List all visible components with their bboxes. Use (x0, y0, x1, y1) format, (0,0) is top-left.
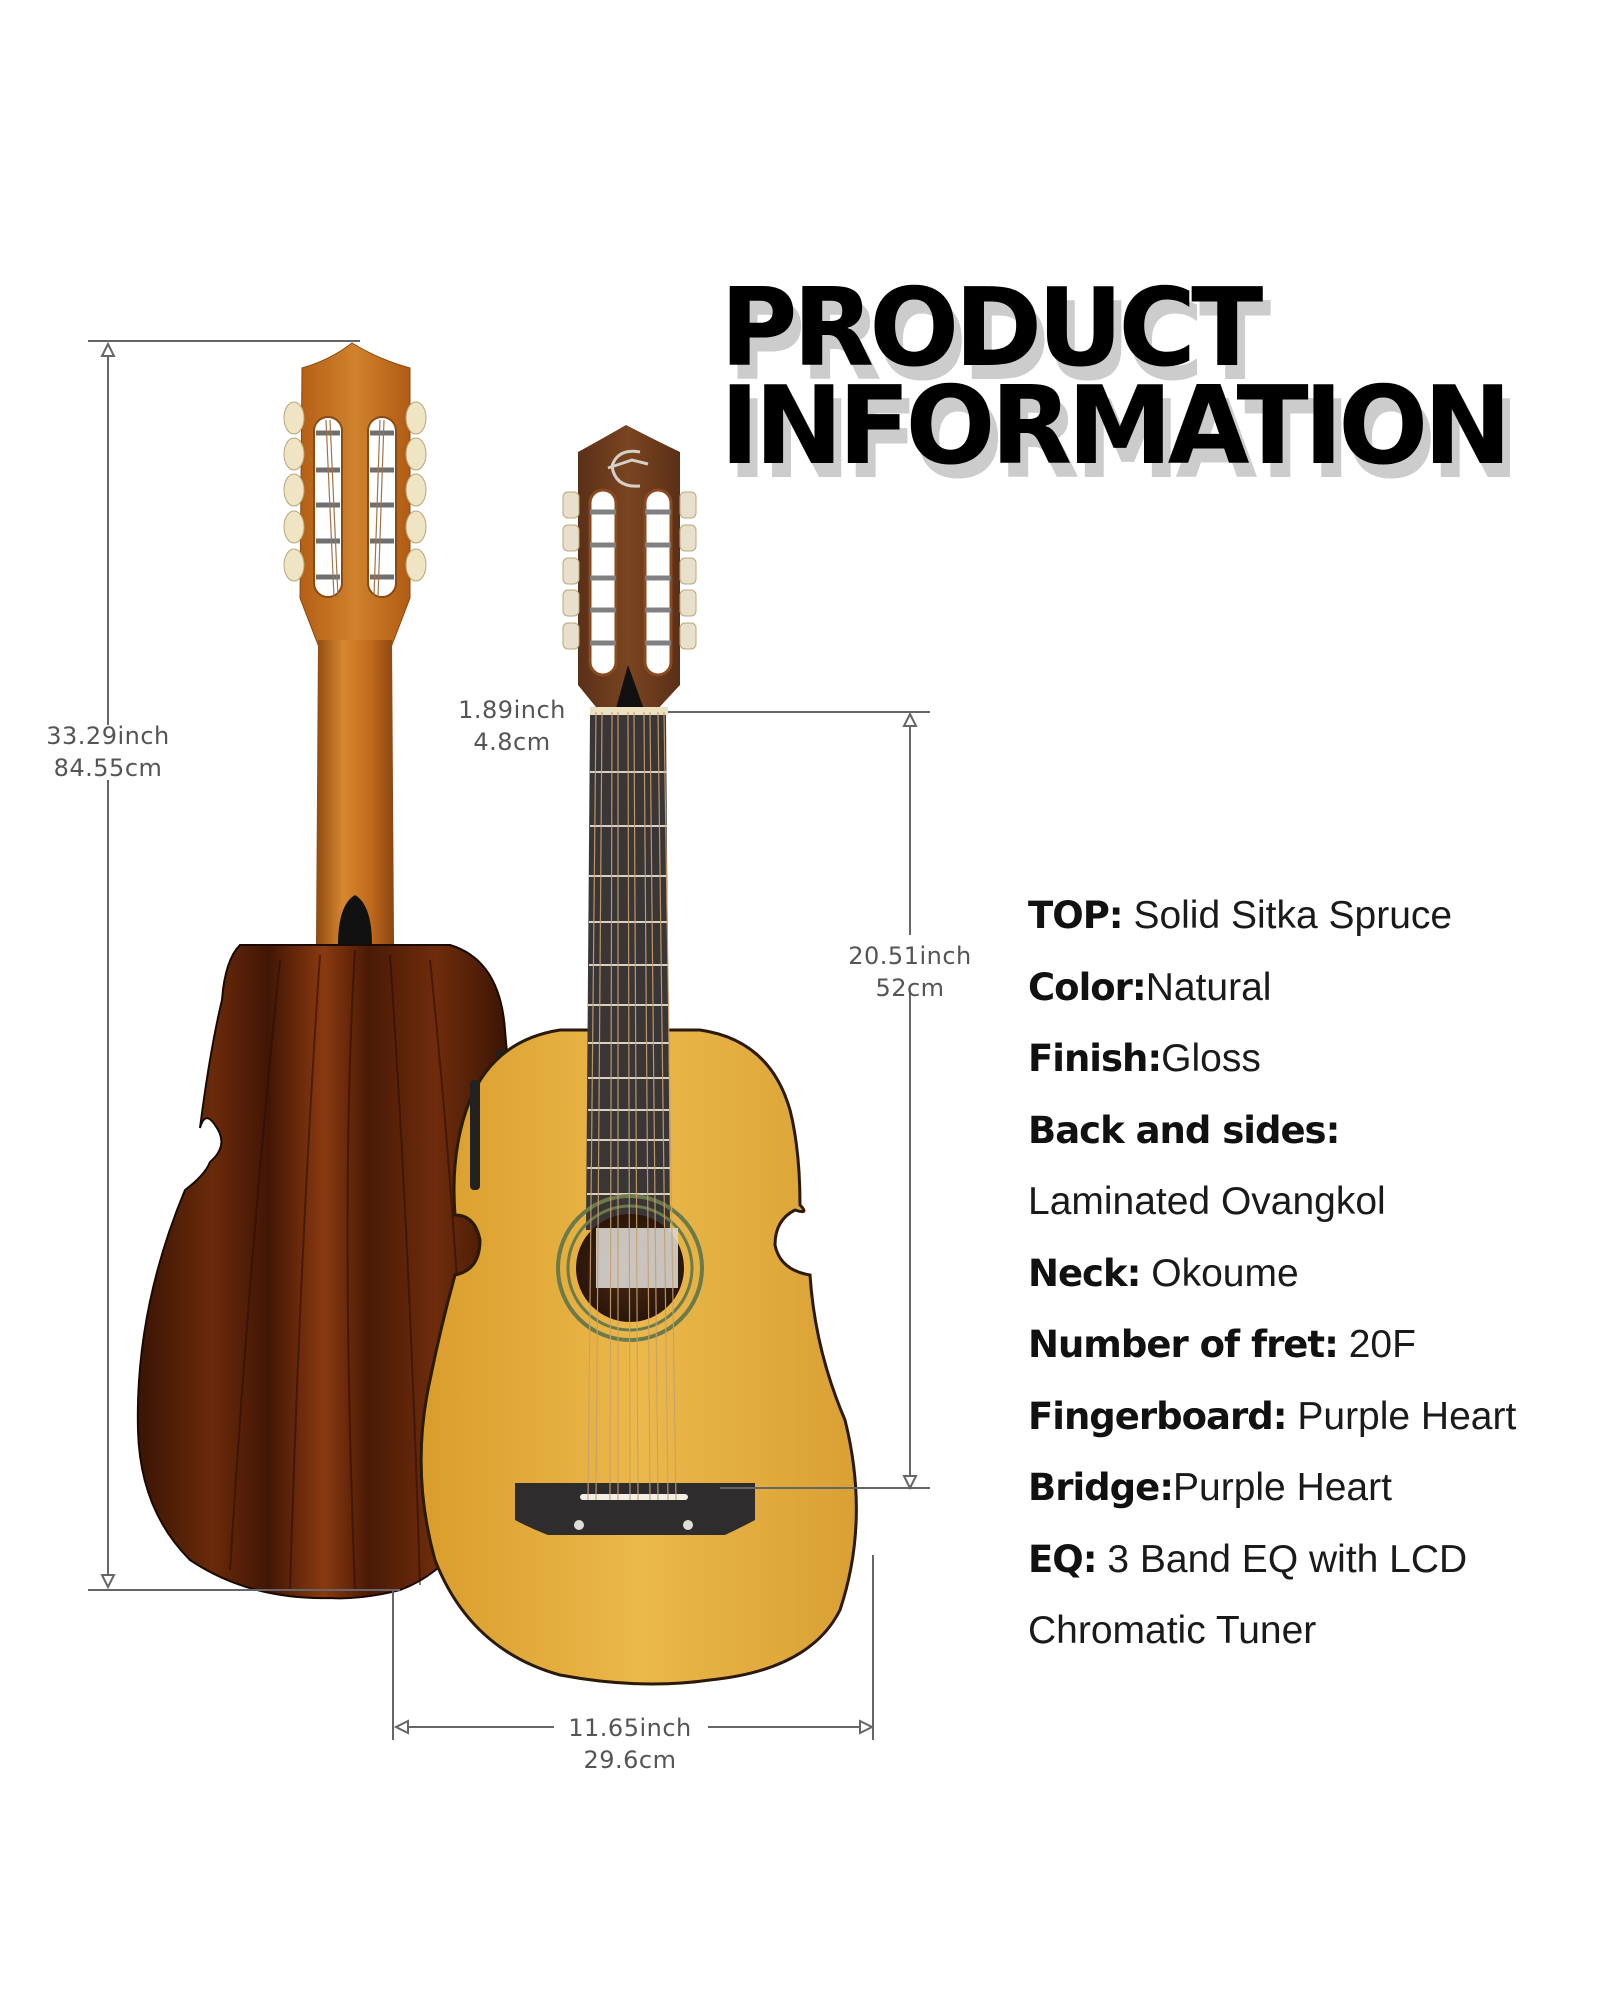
spec-value: Okoume (1140, 1251, 1299, 1295)
spec-label: Color: (1028, 965, 1147, 1009)
dimension-nut-width-inch: 1.89inch (458, 696, 566, 724)
spec-label: Bridge: (1028, 1466, 1174, 1509)
guitar-front-view (419, 425, 858, 1686)
spec-back-and-sides-value: Laminated Ovangkol (1028, 1166, 1588, 1238)
title-line-1: PRODUCT (720, 266, 1263, 391)
spec-fingerboard: Fingerboard: Purple Heart (1028, 1381, 1588, 1453)
spec-value: Solid Sitka Spruce (1122, 894, 1453, 937)
spec-finish: Finish:Gloss (1028, 1023, 1588, 1095)
spec-back-and-sides: Back and sides: (1028, 1095, 1588, 1167)
spec-bridge: Bridge:Purple Heart (1028, 1452, 1588, 1524)
spec-value: 20F (1337, 1323, 1416, 1366)
spec-list: TOP: Solid Sitka Spruce Color:Natural Fi… (1028, 880, 1588, 1667)
dimension-total-length-inch: 33.29inch (46, 722, 170, 750)
spec-label: Finish: (1028, 1037, 1162, 1080)
dimension-total-length: 33.29inch 84.55cm (38, 720, 178, 784)
spec-label: Fingerboard: (1028, 1394, 1288, 1438)
dimension-scale-length-inch: 20.51inch (848, 942, 972, 970)
guitar-back-view (136, 342, 512, 1600)
dimension-scale-length-cm: 52cm (875, 974, 945, 1002)
spec-value: Chromatic Tuner (1028, 1609, 1317, 1652)
dimension-body-width: 11.65inch 29.6cm (560, 1712, 700, 1776)
spec-label: Neck: (1028, 1251, 1141, 1295)
dimension-body-width-inch: 11.65inch (568, 1714, 692, 1742)
spec-color: Color:Natural (1028, 952, 1588, 1024)
spec-label: Number of fret: (1028, 1323, 1339, 1366)
spec-value: Natural (1145, 965, 1272, 1009)
spec-label: TOP: (1028, 894, 1124, 937)
spec-value: Laminated Ovangkol (1028, 1180, 1386, 1223)
dimension-scale-length: 20.51inch 52cm (840, 940, 980, 1004)
spec-neck: Neck: Okoume (1028, 1238, 1588, 1310)
spec-value: Gloss (1161, 1037, 1261, 1080)
dimension-total-length-cm: 84.55cm (53, 754, 163, 782)
spec-value: 3 Band EQ with LCD (1096, 1537, 1468, 1581)
spec-top: TOP: Solid Sitka Spruce (1028, 880, 1588, 952)
dimension-body-width-cm: 29.6cm (583, 1746, 677, 1774)
page-title: PRODUCT INFORMATION (720, 266, 1512, 489)
spec-label: Back and sides: (1028, 1108, 1340, 1152)
dimension-lines (88, 340, 930, 1740)
title-line-2: INFORMATION (720, 364, 1512, 489)
spec-value: Purple Heart (1286, 1394, 1517, 1438)
dimension-nut-width: 1.89inch 4.8cm (442, 694, 582, 758)
spec-frets: Number of fret: 20F (1028, 1309, 1588, 1381)
spec-value: Purple Heart (1173, 1466, 1392, 1509)
spec-label: EQ: (1028, 1537, 1098, 1581)
spec-eq-continued: Chromatic Tuner (1028, 1595, 1588, 1667)
dimension-nut-width-cm: 4.8cm (473, 728, 551, 756)
spec-eq: EQ: 3 Band EQ with LCD (1028, 1524, 1588, 1596)
